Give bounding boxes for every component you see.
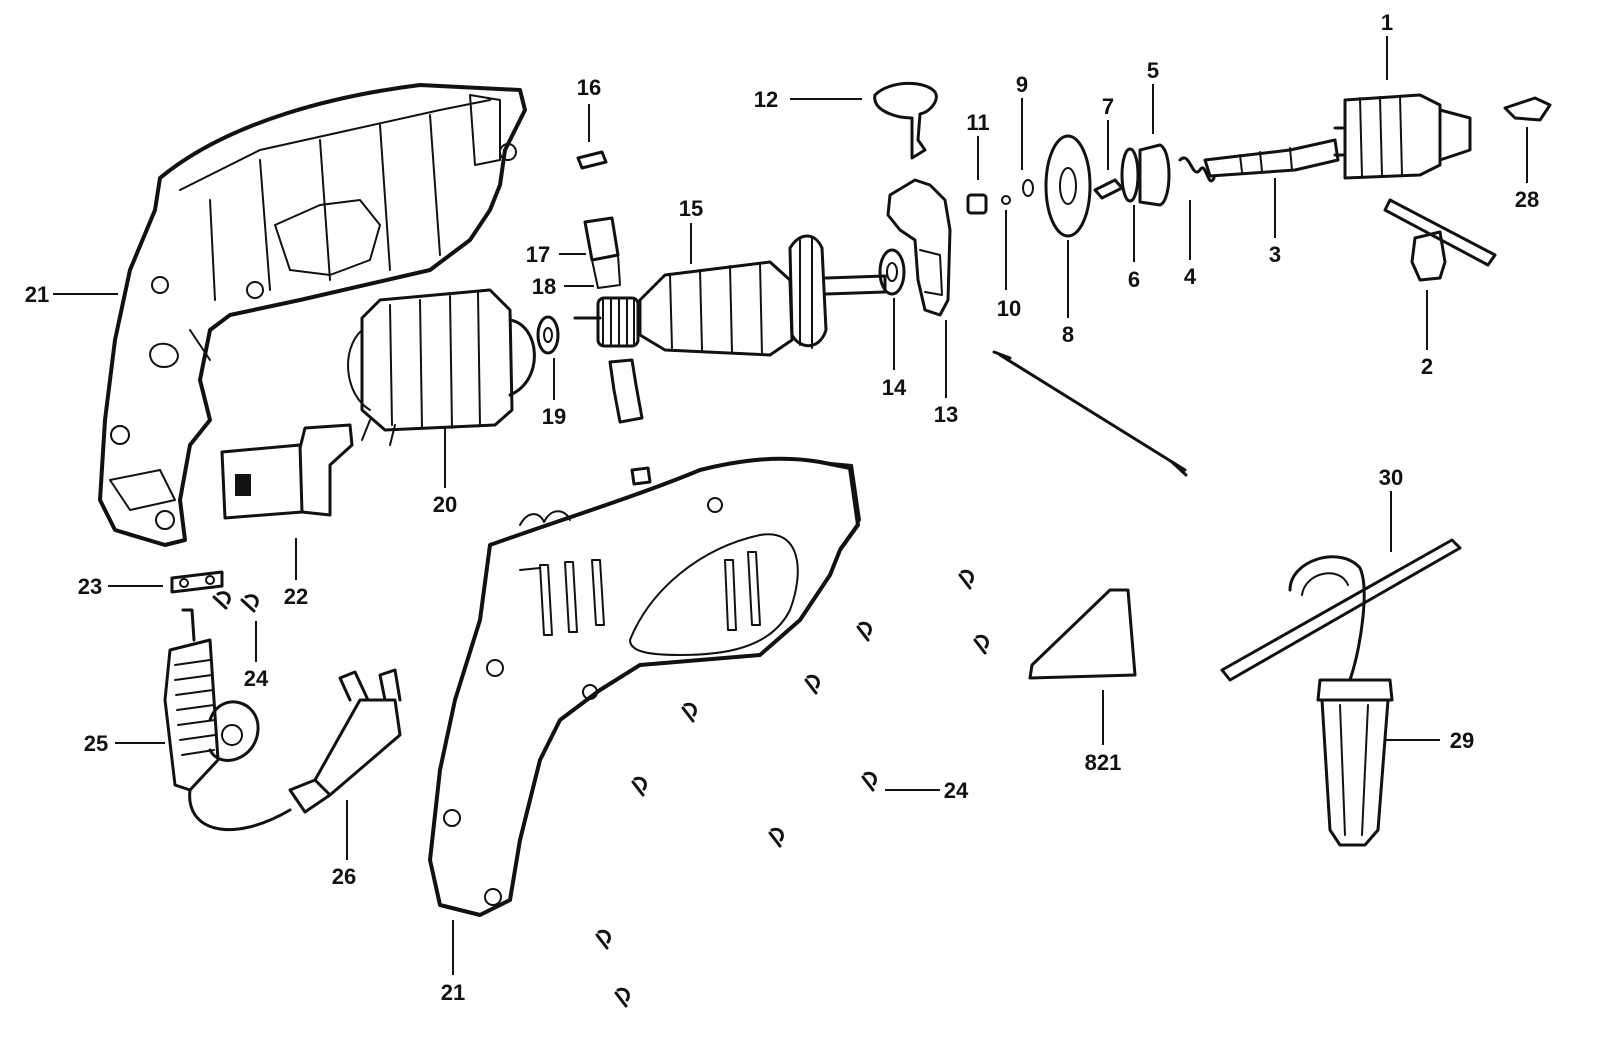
part-20-stator: [347, 288, 536, 446]
callout-22: 22: [284, 584, 308, 609]
callout-20: 20: [433, 492, 457, 517]
screw: [595, 929, 611, 950]
screw: [631, 776, 647, 797]
part-821-label: [1028, 588, 1137, 680]
part-16-clip: [576, 150, 608, 170]
screw: [768, 827, 784, 848]
part-4-spring: [1178, 156, 1216, 183]
callout-29: 29: [1450, 728, 1474, 753]
left-housing-half: [98, 83, 527, 547]
part-11-bushing: [966, 193, 988, 215]
part-24-screws: [212, 569, 989, 1008]
callout-18: 18: [532, 274, 556, 299]
callout-30: 30: [1379, 465, 1403, 490]
right-housing-half: [428, 456, 861, 917]
callout-25: 25: [84, 731, 108, 756]
callout-1: 1: [1381, 10, 1393, 35]
part-26-cord-plug: [188, 668, 402, 832]
part-14-bearing: [878, 248, 906, 296]
leader-lines: [53, 36, 1528, 975]
callout-8: 8: [1062, 322, 1074, 347]
screw: [861, 771, 877, 792]
callout-5: 5: [1147, 58, 1159, 83]
part-8-gear-large: [1044, 134, 1092, 238]
callout-23: 23: [78, 574, 102, 599]
part-19-bearing: [536, 315, 560, 355]
part-23-cord-clamp: [170, 570, 224, 594]
callout-labels: 1 2 3 4 5 6 7 8 9 10 11 12 13 14 15 16 1…: [25, 10, 1539, 1005]
part-5-gear: [1138, 143, 1171, 207]
callout-14: 14: [882, 375, 907, 400]
part-25-cord-guard: [163, 608, 260, 792]
part-28-bit: [1503, 96, 1552, 122]
part-2-chuck-key: [1383, 198, 1497, 282]
callout-19: 19: [542, 404, 566, 429]
part-17-brush-holder: [583, 216, 621, 289]
screw: [240, 594, 259, 613]
callout-17: 17: [526, 242, 550, 267]
screw: [958, 569, 974, 590]
callout-10: 10: [997, 296, 1021, 321]
part-9-washer: [1022, 179, 1034, 197]
callout-4: 4: [1184, 264, 1197, 289]
part-29-side-handle: [1288, 555, 1394, 847]
callout-13: 13: [934, 402, 958, 427]
screw: [212, 591, 231, 610]
screw: [856, 621, 872, 642]
part-3-spindle: [1203, 138, 1340, 178]
callout-21-left-housing: 21: [25, 282, 49, 307]
callout-11: 11: [966, 110, 989, 135]
part-18-brush-holder-lower: [608, 358, 644, 424]
part-30-depth-stop: [1220, 538, 1462, 682]
callout-3: 3: [1269, 242, 1281, 267]
part-15-armature: [573, 234, 887, 357]
part-10-ball: [1001, 195, 1011, 205]
part-22-switch: [220, 423, 354, 520]
part-12-knob: [873, 81, 938, 160]
part-7-key: [1093, 178, 1124, 200]
callout-6: 6: [1128, 267, 1140, 292]
screw: [804, 674, 820, 695]
callout-12: 12: [754, 87, 778, 112]
callout-24-housing-screws: 24: [944, 778, 969, 803]
callout-9: 9: [1016, 72, 1028, 97]
screw: [973, 634, 989, 655]
callout-821: 821: [1085, 750, 1122, 775]
callout-16: 16: [577, 75, 601, 100]
callout-2: 2: [1421, 354, 1433, 379]
callout-26: 26: [332, 864, 356, 889]
part-6-ring: [1120, 147, 1140, 203]
screw: [681, 702, 697, 723]
part-13-plate: [886, 178, 952, 317]
callout-28: 28: [1515, 187, 1539, 212]
callout-24-cord-screws: 24: [244, 666, 269, 691]
callout-15: 15: [679, 196, 703, 221]
depth-rod: [992, 350, 1188, 477]
callout-7: 7: [1102, 94, 1114, 119]
part-1-chuck: [1333, 93, 1472, 180]
callout-21-right-housing: 21: [441, 980, 465, 1005]
screw: [614, 987, 630, 1008]
